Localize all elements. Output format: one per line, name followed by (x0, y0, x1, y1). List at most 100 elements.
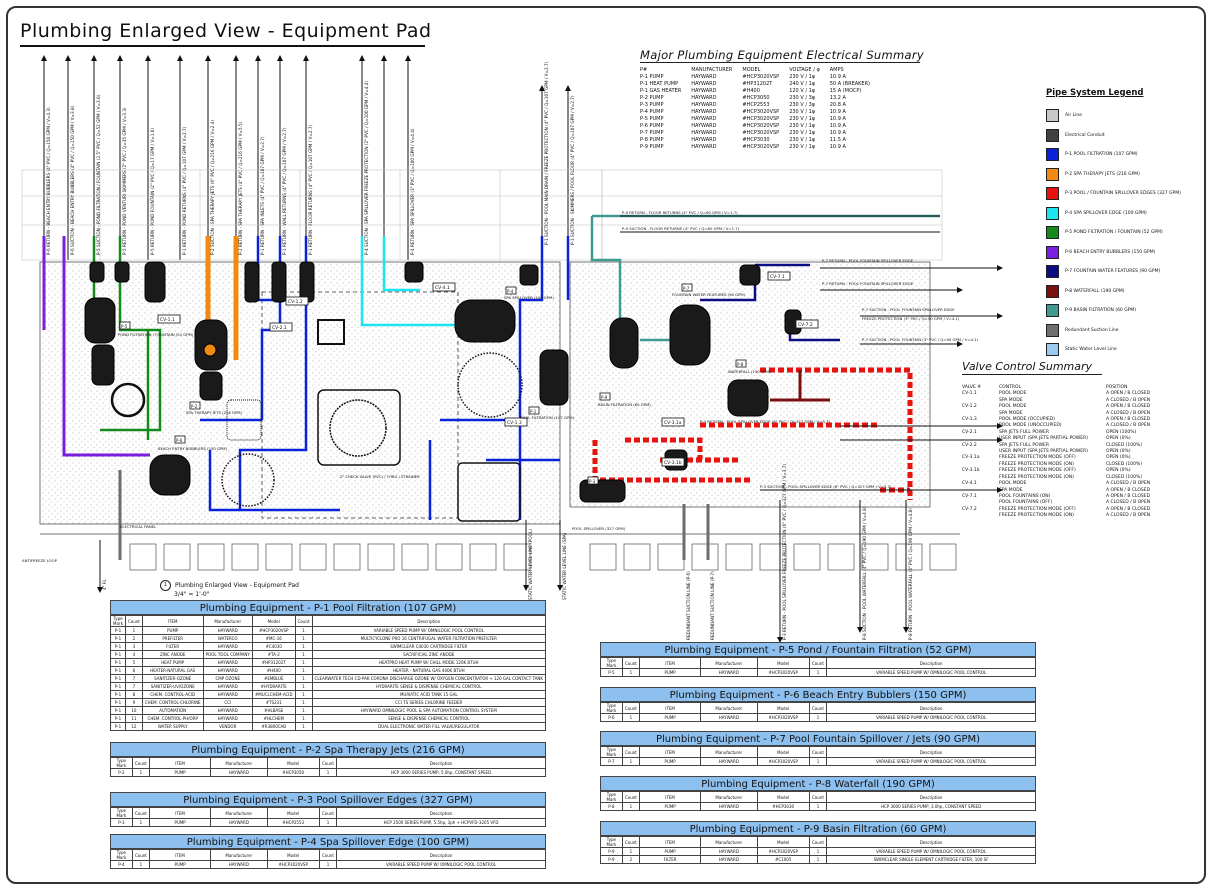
cell: CONTROL (999, 385, 1021, 390)
cell: #MUCLCHEM-ACID (251, 690, 296, 699)
column-header: Description (826, 836, 1036, 848)
cell: VARIABLE SPEED PUMP W/ OMNILOGIC POOL CO… (826, 847, 1036, 856)
legend-item: P-4 SPA SPILLOVER EDGE (100 GPM) (1046, 204, 1181, 224)
cell: 1 (318, 818, 338, 827)
cell: 10 (124, 706, 143, 715)
p8-return-label: P-8 RETURN - POOL WATERFALL (4" PVC / Q=… (908, 508, 913, 640)
cell: P-9 (600, 855, 623, 864)
cell: 2 (621, 855, 641, 864)
cell: FREEZE PROTECTION MODE (ON) (999, 474, 1074, 480)
heat-pump (226, 319, 521, 522)
legend-swatch (1046, 343, 1059, 357)
column-header: Description (336, 757, 546, 769)
column-header: Type Mark (110, 807, 133, 819)
cell: #HLCHEM (251, 714, 296, 723)
p9-desc: BASIN FILTRATION (60 GPM) (598, 402, 651, 407)
p5-suction-label: P-5 SUCTION - POND FILTRATION / FOUNTAIN… (96, 94, 101, 255)
equipment-table-title: Plumbing Equipment - P-6 Beach Entry Bub… (600, 687, 1036, 702)
cv31b-label: CV-3.1b (664, 460, 682, 466)
cell: #EMBLUE (251, 674, 296, 683)
legend-title: Pipe System Legend (1046, 88, 1144, 98)
p1-wall-return-label: P-1 RETURN - WALL RETURNS (4" PVC / Q=10… (282, 127, 287, 255)
p8-desc: WATERFALL (190 GPM) (728, 369, 772, 374)
column-header: Count (808, 746, 828, 758)
cv11-label: CV-1.1 (160, 317, 175, 323)
cell: HAYWARD (691, 123, 717, 129)
column-header: Count (808, 836, 828, 848)
cell: CCI TS SERIES CHLORINE FEEDER (311, 698, 547, 707)
redundant-lines (118, 470, 710, 560)
column-header: Count (621, 657, 641, 669)
cell: VALVE # (962, 385, 982, 390)
cell: POOL MODE (OCCUPIED) (999, 417, 1055, 423)
cell: P-1 (110, 714, 126, 723)
cell: OPEN (0%) (1106, 436, 1131, 442)
cell: 230 V / 1φ (789, 123, 816, 129)
legend-label: P-4 SPA SPILLOVER EDGE (100 GPM) (1065, 210, 1147, 216)
cell: 9 (124, 698, 143, 707)
cell: P-9 (600, 847, 623, 856)
cell: CV-3.1b (962, 468, 980, 474)
column-header: ITEM (149, 757, 212, 769)
cell: PREFILTER (141, 634, 204, 643)
p3-tag: P-3 (589, 479, 596, 484)
cell: CCI (202, 698, 253, 707)
p6-pipes (42, 236, 150, 457)
legend-swatch (1046, 109, 1059, 123)
cell: #HCP3020VSP (742, 116, 780, 122)
cell: POOL TOOL COMPANY (202, 650, 253, 659)
column-header: Count (621, 702, 641, 714)
column-header: Model (266, 807, 320, 819)
p3-return-freeze-label: P-3 RETURN - POOL SPILLOVER FREEZE PROTE… (782, 463, 787, 640)
p1-desc: POOL FILTRATION (107 GPM) (520, 415, 575, 420)
cell: A OPEN / B CLOSED (1106, 391, 1151, 397)
valve-row: FREEZE PROTECTION MODE (ON)A CLOSED / B … (962, 513, 1168, 519)
legend-label: P-2 SPA THERAPY JETS (216 GPM) (1065, 171, 1140, 177)
equipment-table-title: Plumbing Equipment - P-3 Pool Spillover … (110, 792, 546, 807)
cell: 6 (124, 666, 143, 675)
p6-return-label: P-6 RETURN - BEACH ENTRY BUBBLERS (4" PV… (46, 107, 51, 255)
p5-return2-label: P-5 RETURN - POND FOUNTAIN (2" PVC / Q=1… (150, 127, 155, 255)
cell: SPA JETS FULL POWER (999, 442, 1050, 448)
p9-return-label: P-9 RETURN - FLOOR RETURNS (4" PVC / Q=6… (622, 210, 738, 215)
equipment-table: Plumbing Equipment - P-2 Spa Therapy Jet… (110, 742, 546, 777)
equipment-table-title: Plumbing Equipment - P-1 Pool Filtration… (110, 600, 546, 615)
cell: FREEZE PROTECTION MODE (OFF) (999, 468, 1076, 474)
cell: HEATER - NATURAL GAS 400K BTUH (311, 666, 547, 675)
valve-summary-title: Valve Control Summary (962, 360, 1102, 375)
cell: HAYWARD (691, 130, 717, 136)
cell: FREEZE PROTECTION MODE (ON) (999, 461, 1074, 467)
cell: FILTER (141, 642, 204, 651)
p7-return-a-label: P-7 RETURN - POOL FOUNTAIN SPILLOVER EDG… (822, 258, 914, 263)
cell: #HCP3050 (266, 768, 320, 777)
equipment-table-title: Plumbing Equipment - P-7 Pool Fountain S… (600, 731, 1036, 746)
cell: FILTER (639, 855, 702, 864)
legend-label: Static Water Level Line (1065, 347, 1117, 353)
cell: 1 (294, 682, 313, 691)
cell: 10.9 A (829, 123, 846, 129)
cell: PUMP (639, 668, 702, 677)
cell: #HCP3020VSP (266, 860, 320, 869)
column-header: Type Mark (110, 849, 133, 861)
legend-item: Static Water Level Line (1046, 340, 1181, 360)
air-line-label: ANTIFREEZE LOOP (22, 558, 58, 563)
cv71-label: CV-7.1 (770, 274, 785, 280)
cell: PUMP (639, 713, 702, 722)
cell: P-1 (110, 706, 126, 715)
cell: 1 (808, 668, 828, 677)
cell: CV-7.1 (962, 493, 977, 499)
redundant-line2-label: REDUNDANT SUCTION LINE (P-7) (710, 571, 715, 640)
column-header: Model (756, 836, 810, 848)
cell: #HP31202T (251, 658, 296, 667)
cell: HAYWARD (700, 802, 758, 811)
cell: 1 (131, 768, 151, 777)
equipment-table: Plumbing Equipment - P-1 Pool Filtration… (110, 600, 547, 731)
cell: OPEN (0%) (1106, 455, 1131, 461)
valve-row: POOL FOUNTAINS (OFF)A CLOSED / B OPEN (962, 500, 1168, 506)
cell: #C1005 (756, 855, 810, 864)
cell (962, 513, 999, 519)
